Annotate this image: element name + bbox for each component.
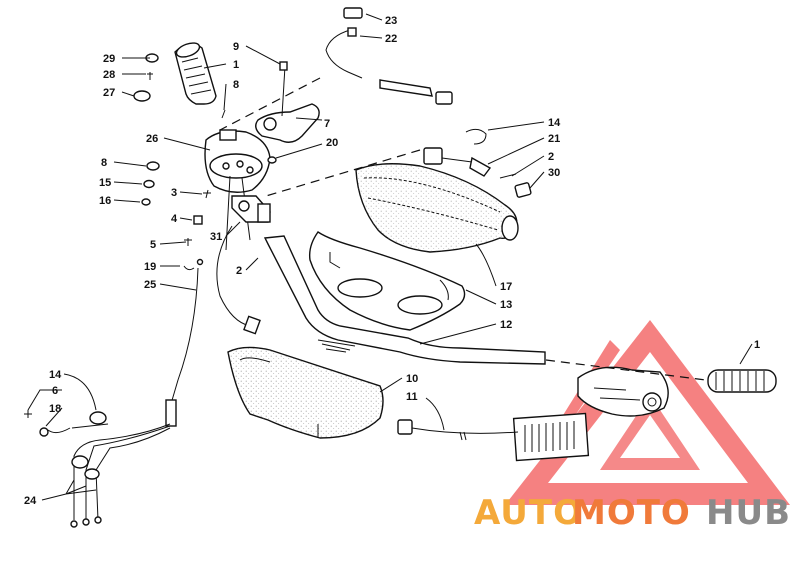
watermark-moto: MOTO (572, 493, 691, 533)
right-connectors (265, 128, 532, 198)
callout-25: 25 (144, 279, 156, 291)
pad-insert (308, 231, 466, 331)
callout-29: 29 (103, 53, 115, 65)
callout-24: 24 (24, 495, 37, 507)
callout-20: 20 (326, 137, 338, 149)
switch-housing (204, 129, 271, 251)
callout-27: 27 (103, 87, 115, 99)
callout-1: 1 (233, 59, 239, 71)
hand-warmer-element (397, 412, 590, 462)
callout-19: 19 (144, 261, 156, 273)
nut-icon (141, 198, 151, 206)
washer-icon (146, 161, 160, 171)
callout-26: 26 (146, 133, 158, 145)
callout-11: 11 (406, 391, 418, 403)
callout-17: 17 (500, 281, 512, 293)
callout-22: 22 (385, 33, 397, 45)
callout-13: 13 (500, 299, 512, 311)
callout-28: 28 (103, 69, 115, 81)
watermark-text: AUTO MOTO HUB (474, 493, 791, 533)
callout-7: 7 (324, 118, 330, 130)
screw-icon (221, 109, 226, 119)
small-hardware (133, 53, 277, 246)
wiring-harness-top (219, 7, 453, 131)
watermark-auto: AUTO (474, 493, 583, 533)
washer-icon (133, 90, 151, 102)
brake-lever-bracket (255, 61, 320, 143)
leader-lines (27, 13, 753, 501)
clip-icon (193, 215, 203, 225)
callout-8: 8 (233, 79, 239, 91)
nut-icon (267, 156, 277, 164)
brake-cable-harness (70, 258, 204, 528)
callout-30: 30 (548, 167, 560, 179)
callout-14-left: 14 (49, 369, 62, 381)
throttle-block (231, 195, 271, 223)
callout-18: 18 (49, 403, 61, 415)
nut-icon (143, 179, 155, 189)
reference-lines (545, 359, 707, 381)
callout-1-right: 1 (754, 339, 760, 351)
callout-5: 5 (150, 239, 156, 251)
watermark-hub: HUB (706, 493, 791, 533)
callout-3: 3 (171, 187, 177, 199)
watermark-triangle-icon (505, 320, 790, 505)
callout-31: 31 (210, 231, 222, 243)
screw-icon (203, 189, 211, 199)
callout-9: 9 (233, 41, 239, 53)
callout-2: 2 (236, 265, 242, 277)
handlebar (263, 235, 546, 365)
callout-labels: 29 28 27 1 9 8 7 26 20 8 15 16 3 4 31 5 … (24, 15, 760, 507)
callout-23: 23 (385, 15, 397, 27)
callout-14: 14 (548, 117, 561, 129)
callout-12: 12 (500, 319, 512, 331)
callout-8-lower: 8 (101, 157, 107, 169)
kill-switch (24, 410, 109, 437)
screw-icon (147, 72, 153, 80)
callout-16: 16 (99, 195, 111, 207)
throttle-cable (216, 225, 261, 335)
callout-6: 6 (52, 385, 58, 397)
callout-10: 10 (406, 373, 418, 385)
callout-15: 15 (99, 177, 111, 189)
throttle-housing (577, 366, 669, 417)
callout-4: 4 (171, 213, 178, 225)
lower-pad (227, 346, 384, 439)
callout-21: 21 (548, 133, 560, 145)
handlebar-pad (355, 163, 519, 253)
callout-2-right: 2 (548, 151, 554, 163)
screw-icon (184, 238, 192, 246)
left-grip (174, 42, 217, 105)
right-grip (707, 369, 777, 393)
